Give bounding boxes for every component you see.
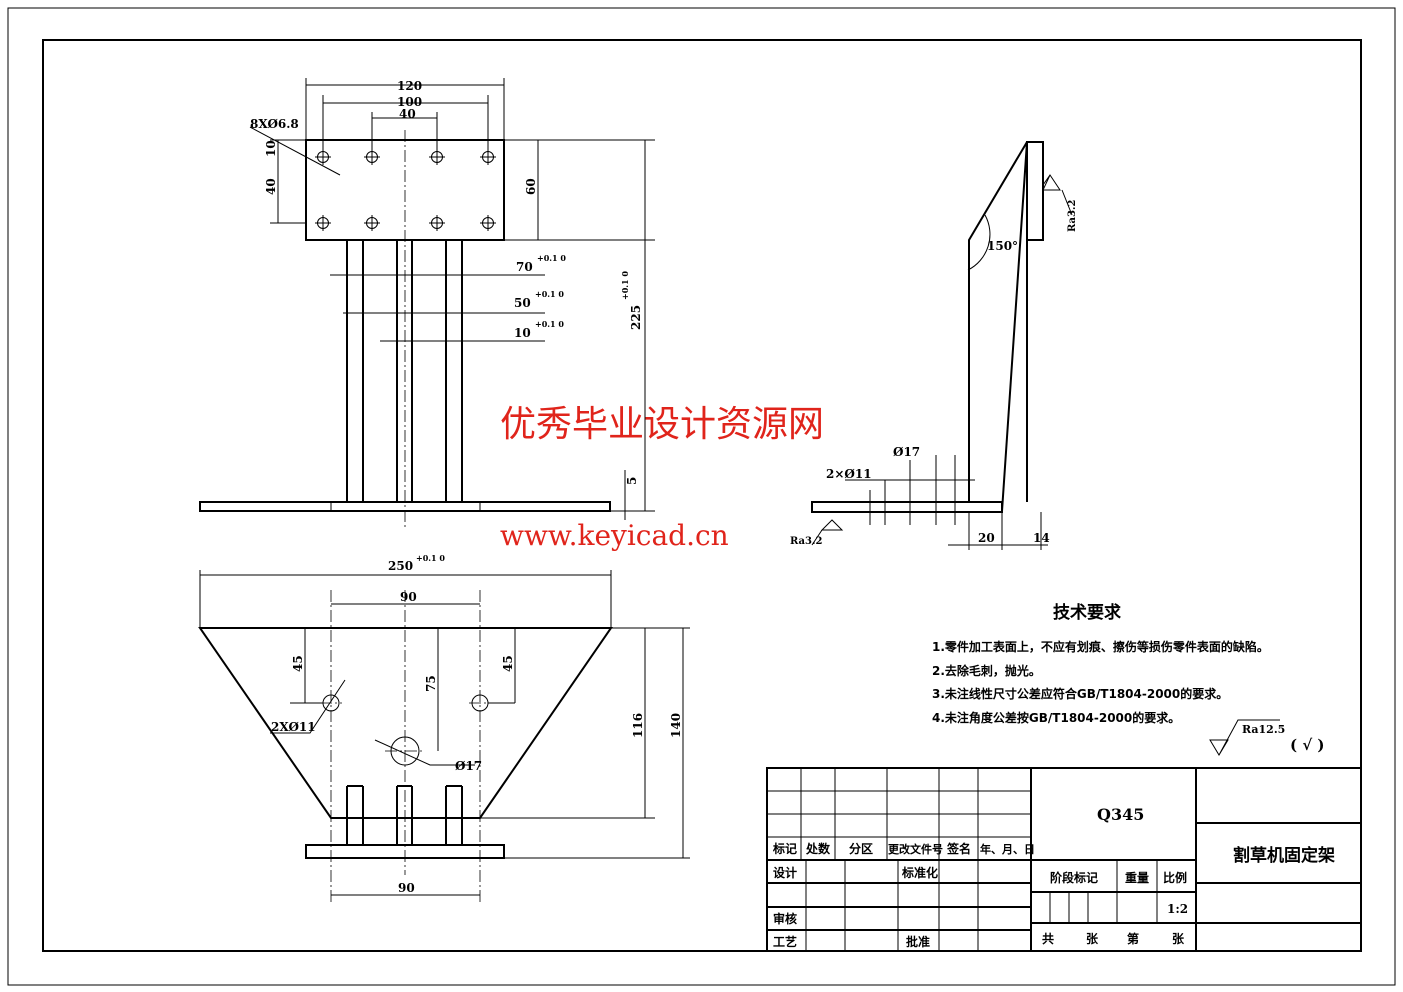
dim-90-top: 90 — [400, 590, 417, 604]
header-zone: 分区 — [849, 841, 873, 856]
label-review: 审核 — [773, 911, 797, 926]
dim-40-vertical: 40 — [264, 178, 278, 195]
tech-item-3: 3.未注线性尺寸公差应符合GB/T1804-2000的要求。 — [932, 686, 1228, 701]
watermark-url: www.keyicad.cn — [500, 519, 729, 552]
header-signature: 签名 — [946, 841, 971, 856]
dim-10-tol: +0.1 0 — [535, 319, 564, 329]
title-block: 标记 处数 分区 更改文件号 签名 年、月、日 设计 标准化 审核 工艺 批准 … — [766, 767, 1362, 952]
dim-250-tol: +0.1 0 — [416, 553, 445, 563]
dim-250: 250 — [388, 559, 413, 573]
dim-225: 225 — [629, 305, 643, 330]
label-process: 工艺 — [773, 934, 797, 949]
header-count: 处数 — [805, 841, 831, 856]
dim-holes: 8XØ6.8 — [250, 117, 299, 131]
label-sheet: 张 — [1172, 931, 1185, 946]
dim-45-right: 45 — [501, 655, 515, 672]
tech-item-1: 1.零件加工表面上，不应有划痕、擦伤等损伤零件表面的缺陷。 — [932, 639, 1269, 654]
dim-225-tol: +0.1 0 — [620, 271, 630, 300]
dim-70: 70 — [516, 260, 533, 274]
label-approve: 批准 — [906, 934, 930, 949]
dim-70-tol: +0.1 0 — [537, 253, 566, 263]
bottom-view: 250 +0.1 0 90 45 45 75 2XØ11 Ø17 116 140… — [198, 553, 690, 905]
roughness-other: ( √ ) — [1290, 736, 1325, 754]
tech-item-2: 2.去除毛刺，抛光。 — [932, 663, 1041, 678]
dim-75: 75 — [424, 675, 438, 692]
angle-150: 150° — [987, 239, 1018, 253]
label-sheets: 张 — [1086, 931, 1099, 946]
drawing-frame — [42, 39, 1362, 952]
label-sheet-no: 第 — [1127, 931, 1139, 946]
part-name: 割草机固定架 — [1233, 845, 1335, 866]
dim-d17: Ø17 — [893, 445, 920, 459]
dim-100: 100 — [397, 95, 422, 109]
tech-item-4: 4.未注角度公差按GB/T1804-2000的要求。 — [932, 710, 1180, 725]
dim-10: 10 — [264, 140, 278, 157]
dim-40: 40 — [399, 107, 416, 121]
dim-10-horizontal: 10 — [514, 326, 531, 340]
side-view: 150° Ra3.2 Ø17 2×Ø11 Ra3.2 20 14 — [790, 141, 1078, 550]
outer-border — [7, 7, 1396, 986]
dim-5: 5 — [625, 477, 639, 485]
dim-20: 20 — [978, 531, 995, 545]
dim-140: 140 — [669, 713, 683, 738]
tech-title: 技术要求 — [1053, 602, 1121, 623]
dim-120: 120 — [397, 79, 422, 93]
roughness-value: Ra12.5 — [1242, 723, 1285, 736]
technical-requirements: 技术要求 1.零件加工表面上，不应有划痕、擦伤等损伤零件表面的缺陷。 2.去除毛… — [932, 602, 1325, 756]
front-view: 120 100 40 8XØ6.8 10 40 60 225 +0.1 0 70… — [199, 78, 655, 528]
dim-50: 50 — [514, 296, 531, 310]
dim-116: 116 — [631, 713, 645, 738]
label-design: 设计 — [773, 865, 797, 880]
watermark-title: 优秀毕业设计资源网 — [500, 404, 824, 445]
header-date: 年、月、日 — [980, 842, 1035, 856]
dim-14: 14 — [1033, 531, 1050, 545]
label-scale: 比例 — [1163, 870, 1187, 885]
material: Q345 — [1097, 805, 1144, 824]
header-mark: 标记 — [772, 841, 797, 856]
label-weight: 重量 — [1125, 870, 1149, 885]
dim-d17-bottom: Ø17 — [455, 759, 482, 773]
label-stage-mark: 阶段标记 — [1050, 870, 1098, 885]
dim-90-bottom: 90 — [398, 881, 415, 895]
dim-45-left: 45 — [291, 655, 305, 672]
roughness-top: Ra3.2 — [1067, 200, 1078, 232]
roughness-symbol-icon — [1209, 719, 1280, 756]
header-change-doc: 更改文件号 — [888, 842, 943, 856]
roughness-bottom: Ra3.2 — [790, 536, 822, 547]
dim-2xd11-bottom: 2XØ11 — [271, 720, 316, 734]
dim-50-tol: +0.1 0 — [535, 289, 564, 299]
scale-value: 1:2 — [1167, 902, 1188, 916]
label-standardize: 标准化 — [901, 865, 938, 880]
dim-2xd11: 2×Ø11 — [826, 467, 872, 481]
dim-60: 60 — [524, 178, 538, 195]
label-total: 共 — [1042, 931, 1054, 946]
